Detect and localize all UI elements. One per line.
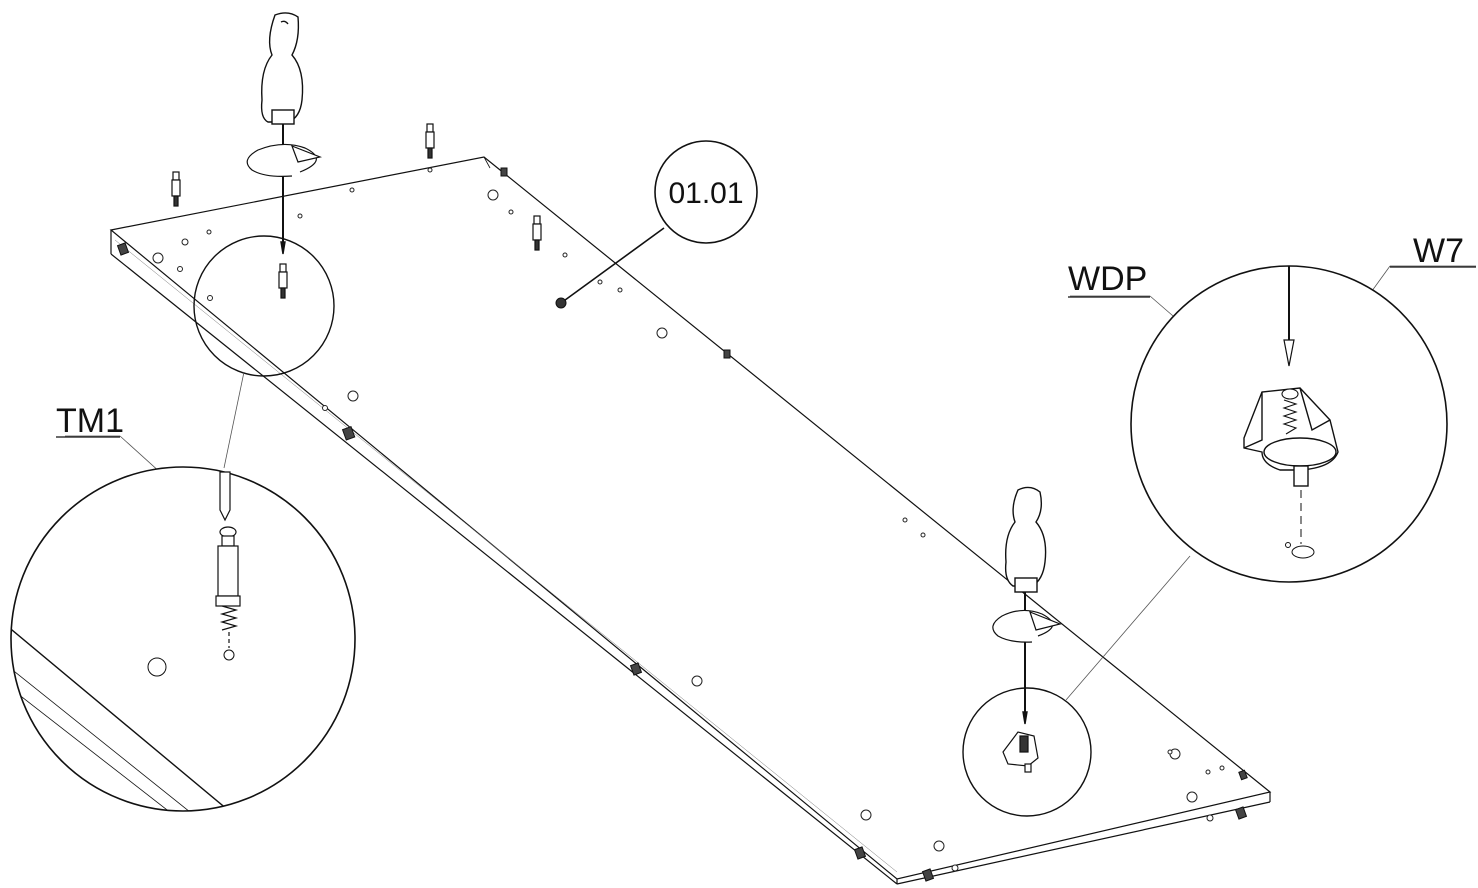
panel-id-callout: 01.01 xyxy=(555,140,758,309)
cam-bolt-icon xyxy=(171,123,542,299)
mounting-hole xyxy=(1291,545,1315,559)
wall-bracket-icon xyxy=(1002,731,1039,773)
magnified-view-left xyxy=(10,466,356,812)
screw-icon xyxy=(215,526,241,648)
detail-circle-small-left xyxy=(193,235,335,377)
label-wdp: WDP xyxy=(1068,260,1147,298)
screw-icon xyxy=(1281,388,1299,435)
detail-circle-small-right xyxy=(962,687,1092,817)
screwdriver-icon xyxy=(260,12,304,255)
rotation-arrow-icon xyxy=(992,609,1062,643)
screwdriver-tip-icon xyxy=(1283,266,1295,367)
magnified-view-right xyxy=(1130,265,1448,583)
panel-holes xyxy=(152,167,1225,872)
edge-dowels xyxy=(116,167,1248,882)
screwdriver-tip-icon xyxy=(219,471,231,522)
label-tm1: TM1 xyxy=(56,402,124,440)
label-w7: W7 xyxy=(1413,232,1464,270)
panel-id-label: 01.01 xyxy=(668,177,743,210)
rotation-arrow-icon xyxy=(246,143,323,177)
panel-board xyxy=(109,156,1272,885)
